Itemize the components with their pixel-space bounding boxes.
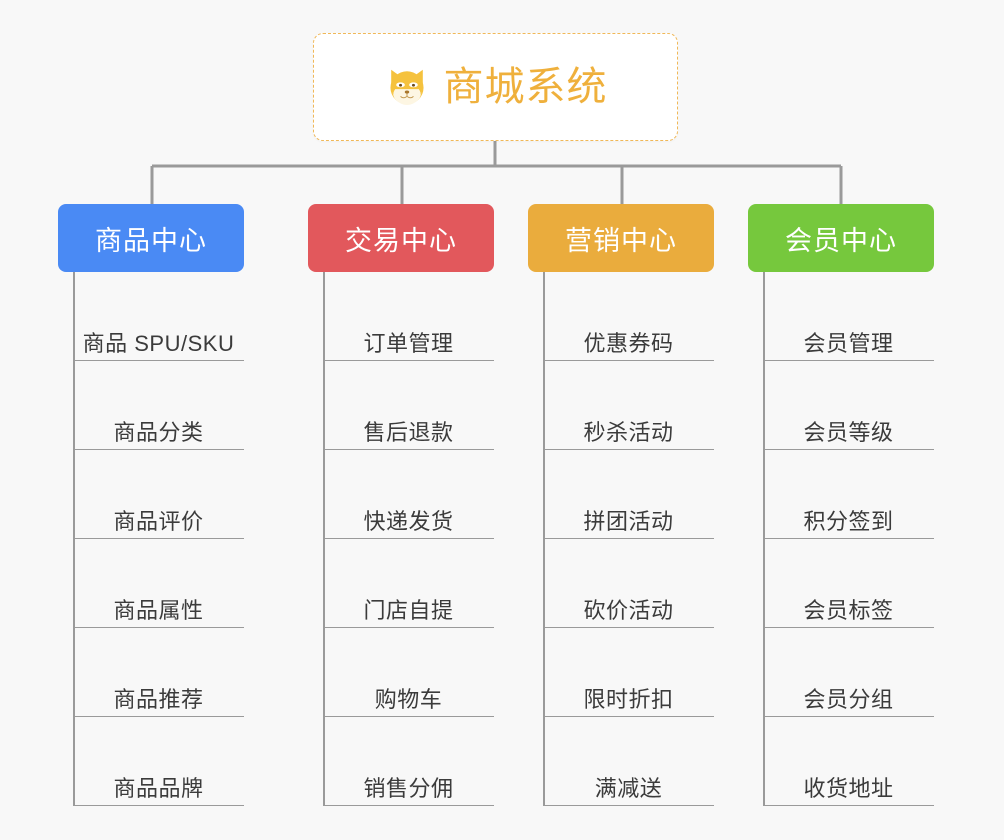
list-item-underline: 商品品牌 [73, 775, 244, 806]
list-item-label: 售后退款 [363, 419, 454, 445]
list-item-label: 会员管理 [803, 330, 894, 356]
list-item-label: 购物车 [374, 686, 443, 712]
list-item-label: 拼团活动 [583, 508, 674, 534]
list-item[interactable]: 会员分组 [748, 628, 934, 717]
list-item-label: 会员等级 [803, 419, 894, 445]
category-header[interactable]: 营销中心 [528, 204, 714, 272]
category-item-list: 会员管理会员等级积分签到会员标签会员分组收货地址 [748, 272, 934, 806]
list-item[interactable]: 砍价活动 [528, 539, 714, 628]
list-item-label: 限时折扣 [583, 686, 674, 712]
category-header[interactable]: 会员中心 [748, 204, 934, 272]
list-item[interactable]: 商品评价 [58, 450, 244, 539]
category-column: 交易中心订单管理售后退款快递发货门店自提购物车销售分佣 [308, 204, 494, 806]
list-item-label: 商品 SPU/SKU [82, 330, 235, 356]
list-item-underline: 收货地址 [763, 775, 934, 806]
category-item-list: 优惠券码秒杀活动拼团活动砍价活动限时折扣满减送 [528, 272, 714, 806]
list-item-label: 销售分佣 [363, 775, 454, 801]
list-item-label: 商品分类 [113, 419, 204, 445]
list-item[interactable]: 会员等级 [748, 361, 934, 450]
list-item-label: 商品评价 [113, 508, 204, 534]
list-item-underline: 积分签到 [763, 508, 934, 539]
list-item[interactable]: 商品品牌 [58, 717, 244, 806]
list-item-label: 会员标签 [803, 597, 894, 623]
list-item-underline: 商品推荐 [73, 686, 244, 717]
list-item[interactable]: 商品分类 [58, 361, 244, 450]
list-item[interactable]: 收货地址 [748, 717, 934, 806]
category-item-list: 商品 SPU/SKU 商品分类商品评价商品属性商品推荐商品品牌 [58, 272, 244, 806]
list-item[interactable]: 秒杀活动 [528, 361, 714, 450]
list-item-label: 门店自提 [363, 597, 454, 623]
list-item[interactable]: 商品推荐 [58, 628, 244, 717]
list-item[interactable]: 会员标签 [748, 539, 934, 628]
list-item[interactable]: 积分签到 [748, 450, 934, 539]
list-item-label: 砍价活动 [583, 597, 674, 623]
list-item[interactable]: 满减送 [528, 717, 714, 806]
list-item-underline: 商品 SPU/SKU [73, 330, 244, 361]
list-item[interactable]: 会员管理 [748, 272, 934, 361]
list-item-label: 商品推荐 [113, 686, 204, 712]
list-item-label: 积分签到 [803, 508, 894, 534]
list-item[interactable]: 商品 SPU/SKU [58, 272, 244, 361]
list-item-underline: 门店自提 [323, 597, 494, 628]
list-item-label: 优惠券码 [583, 330, 674, 356]
list-item[interactable]: 购物车 [308, 628, 494, 717]
list-item-label: 收货地址 [803, 775, 894, 801]
list-item-underline: 商品属性 [73, 597, 244, 628]
list-item-underline: 秒杀活动 [543, 419, 714, 450]
root-node[interactable]: 商城系统 [313, 33, 678, 141]
list-item[interactable]: 门店自提 [308, 539, 494, 628]
list-item[interactable]: 拼团活动 [528, 450, 714, 539]
category-column: 会员中心会员管理会员等级积分签到会员标签会员分组收货地址 [748, 204, 934, 806]
list-item-underline: 商品评价 [73, 508, 244, 539]
list-item-underline: 销售分佣 [323, 775, 494, 806]
list-item-underline: 砍价活动 [543, 597, 714, 628]
category-label: 商品中心 [95, 225, 207, 256]
shiba-dog-face-icon [389, 69, 424, 105]
list-item-underline: 售后退款 [323, 419, 494, 450]
list-item-label: 满减送 [594, 775, 663, 801]
list-item-underline: 会员分组 [763, 686, 934, 717]
list-item[interactable]: 售后退款 [308, 361, 494, 450]
list-item[interactable]: 商品属性 [58, 539, 244, 628]
category-item-list: 订单管理售后退款快递发货门店自提购物车销售分佣 [308, 272, 494, 806]
list-item-label: 会员分组 [803, 686, 894, 712]
list-item-underline: 满减送 [543, 775, 714, 806]
list-item[interactable]: 优惠券码 [528, 272, 714, 361]
category-column: 商品中心商品 SPU/SKU 商品分类商品评价商品属性商品推荐商品品牌 [58, 204, 244, 806]
list-item-label: 商品品牌 [113, 775, 204, 801]
list-item-underline: 订单管理 [323, 330, 494, 361]
list-item[interactable]: 快递发货 [308, 450, 494, 539]
list-item-underline: 限时折扣 [543, 686, 714, 717]
list-item-underline: 拼团活动 [543, 508, 714, 539]
category-column: 营销中心优惠券码秒杀活动拼团活动砍价活动限时折扣满减送 [528, 204, 714, 806]
list-item-underline: 商品分类 [73, 419, 244, 450]
list-item-label: 订单管理 [363, 330, 454, 356]
list-item-underline: 快递发货 [323, 508, 494, 539]
category-label: 会员中心 [785, 225, 897, 256]
list-item-label: 秒杀活动 [583, 419, 674, 445]
category-header[interactable]: 交易中心 [308, 204, 494, 272]
list-item-label: 商品属性 [113, 597, 204, 623]
list-item[interactable]: 订单管理 [308, 272, 494, 361]
category-label: 交易中心 [345, 225, 457, 256]
list-item-underline: 购物车 [323, 686, 494, 717]
root-title: 商城系统 [443, 65, 608, 109]
list-item[interactable]: 销售分佣 [308, 717, 494, 806]
list-item-underline: 会员等级 [763, 419, 934, 450]
list-item[interactable]: 限时折扣 [528, 628, 714, 717]
category-label: 营销中心 [565, 225, 677, 256]
list-item-label: 快递发货 [363, 508, 454, 534]
list-item-underline: 会员管理 [763, 330, 934, 361]
category-header[interactable]: 商品中心 [58, 204, 244, 272]
list-item-underline: 会员标签 [763, 597, 934, 628]
list-item-underline: 优惠券码 [543, 330, 714, 361]
